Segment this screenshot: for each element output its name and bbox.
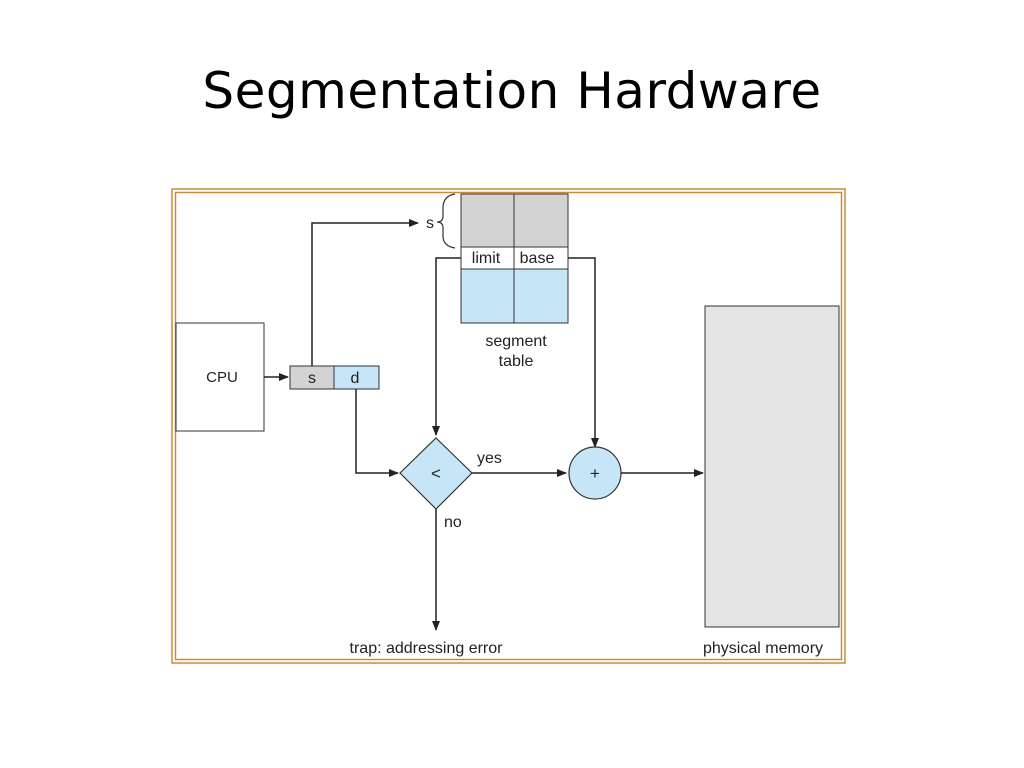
limit-label: limit bbox=[472, 250, 501, 267]
yes-label: yes bbox=[477, 450, 502, 467]
segment-table-bottom-right bbox=[513, 268, 569, 324]
segment-brace bbox=[436, 193, 456, 249]
diagram-frame-outer bbox=[171, 188, 846, 664]
base-to-adder-arrow bbox=[568, 257, 599, 448]
address-segment-label: s bbox=[308, 370, 316, 387]
slide-title: Segmentation Hardware bbox=[202, 62, 822, 120]
no-label: no bbox=[444, 514, 462, 531]
physical-memory-box bbox=[704, 305, 840, 628]
offset-to-comparator-arrow bbox=[355, 389, 399, 477]
trap-label: trap: addressing error bbox=[350, 640, 504, 657]
segment-table-top-right bbox=[513, 193, 569, 248]
limit-to-comparator-arrow bbox=[432, 257, 461, 436]
segment-table-caption-1: segment bbox=[485, 333, 547, 350]
physical-memory-label: physical memory bbox=[703, 640, 823, 657]
base-label: base bbox=[520, 250, 555, 267]
segment-table-top-left bbox=[460, 193, 515, 248]
segment-index-arrow bbox=[311, 219, 419, 366]
comparator-symbol: < bbox=[431, 464, 441, 483]
table-index-label: s bbox=[426, 215, 434, 232]
cpu-label: CPU bbox=[206, 369, 238, 386]
cpu-box bbox=[175, 322, 265, 432]
segment-table-bottom-left bbox=[460, 268, 515, 324]
adder-symbol: + bbox=[590, 464, 600, 483]
address-offset-label: d bbox=[351, 370, 360, 387]
segment-table-caption-2: table bbox=[499, 353, 534, 370]
